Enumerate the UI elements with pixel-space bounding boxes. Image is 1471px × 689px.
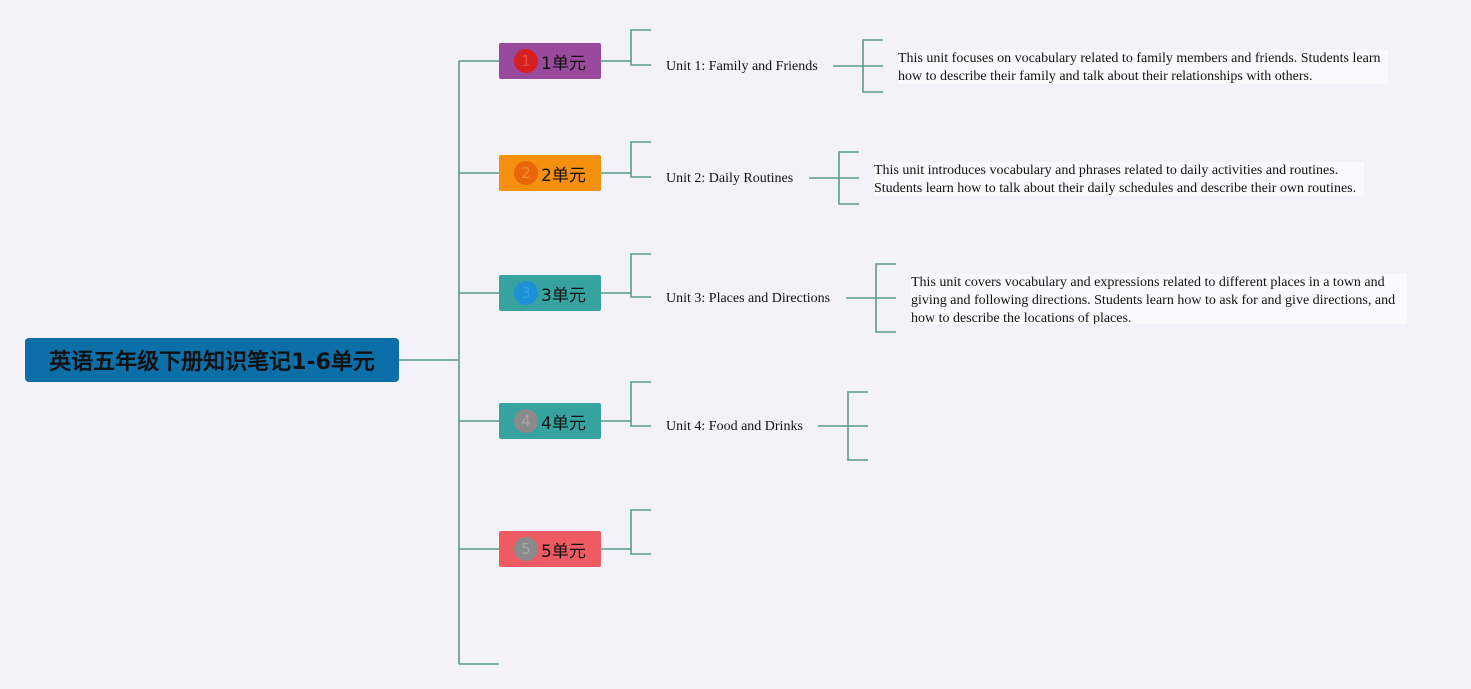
root-node[interactable]: 英语五年级下册知识笔记1-6单元 bbox=[25, 338, 399, 382]
unit-node-1[interactable]: 1 1单元 bbox=[499, 43, 601, 79]
topic-unit-3[interactable]: Unit 3: Places and Directions bbox=[666, 291, 831, 306]
unit-label: 4单元 bbox=[541, 413, 586, 434]
unit-node-5[interactable]: 5 5单元 bbox=[499, 531, 601, 567]
unit-label: 3单元 bbox=[541, 285, 586, 306]
description-unit-2[interactable]: This unit introduces vocabulary and phra… bbox=[874, 162, 1364, 196]
unit-node-4[interactable]: 4 4单元 bbox=[499, 403, 601, 439]
description-unit-3[interactable]: This unit covers vocabulary and expressi… bbox=[911, 274, 1407, 324]
topic-unit-4[interactable]: Unit 4: Food and Drinks bbox=[666, 419, 803, 434]
unit-node-3[interactable]: 3 3单元 bbox=[499, 275, 601, 311]
number-badge-icon: 1 bbox=[514, 49, 538, 73]
unit-label: 1单元 bbox=[541, 53, 586, 74]
number-badge-icon: 3 bbox=[514, 281, 538, 305]
number-badge-icon: 5 bbox=[514, 537, 538, 561]
unit-label: 2单元 bbox=[541, 165, 586, 186]
number-badge-icon: 4 bbox=[514, 409, 538, 433]
root-title: 英语五年级下册知识笔记1-6单元 bbox=[49, 350, 375, 375]
topic-unit-2[interactable]: Unit 2: Daily Routines bbox=[666, 171, 794, 186]
unit-node-2[interactable]: 2 2单元 bbox=[499, 155, 601, 191]
number-badge-icon: 2 bbox=[514, 161, 538, 185]
description-unit-1[interactable]: This unit focuses on vocabulary related … bbox=[898, 50, 1388, 84]
topic-unit-1[interactable]: Unit 1: Family and Friends bbox=[666, 59, 818, 74]
unit-label: 5单元 bbox=[541, 541, 586, 562]
